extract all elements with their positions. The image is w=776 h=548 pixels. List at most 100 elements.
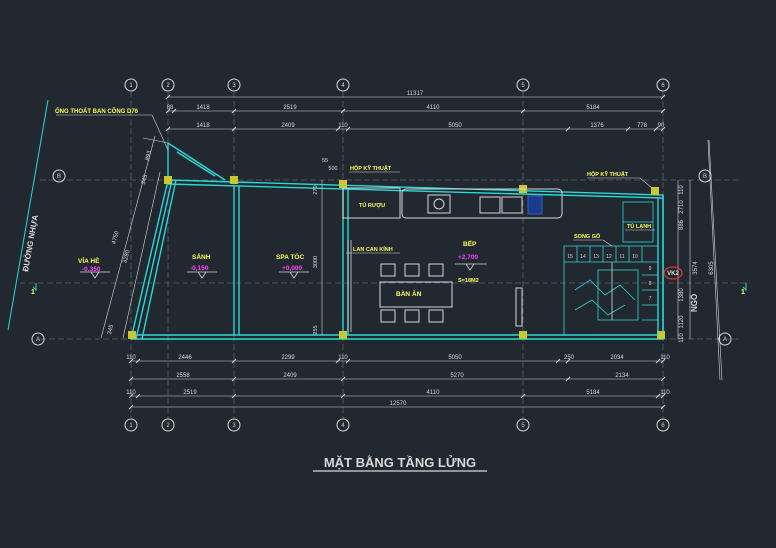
dim-bot-r1-7: 110: [660, 355, 670, 361]
dim-right-6: 1120: [679, 315, 685, 329]
level-spa: +0,000: [282, 265, 302, 272]
svg-text:14: 14: [580, 254, 586, 260]
bubble-right-a: A: [723, 337, 727, 343]
dim-inner-1: 500: [328, 166, 337, 172]
dim-bot-r3-0: 110: [126, 390, 136, 396]
dim-inner-4: 255: [313, 325, 319, 334]
label-song-go: SONG GỖ: [574, 233, 601, 240]
label-ban-an: BÀN ĂN: [396, 289, 422, 298]
dim-right-7: 110: [679, 333, 685, 343]
label-duong-nhua: ĐƯỜNG NHỰA: [21, 214, 40, 272]
bubble-top-2: 2: [166, 83, 170, 89]
dim-right-1: 2710: [679, 200, 685, 214]
dim-right-4: 6305: [709, 261, 715, 275]
dim-lines-right: [677, 139, 723, 381]
label-ong-thoat: ỐNG THOÁT BAN CÔNG D76: [55, 107, 139, 115]
svg-text:10: 10: [632, 254, 638, 260]
bubble-bottom-5: 5: [521, 423, 525, 429]
svg-text:8: 8: [649, 281, 652, 287]
svg-text:9: 9: [649, 266, 652, 272]
grid-bubbles-bottom: [124, 418, 670, 432]
bubble-bottom-1: 1: [129, 423, 133, 429]
level-bep: +2,700: [458, 254, 478, 261]
dim-lines-left: [100, 135, 169, 339]
dim-top-r3-6: 90: [658, 123, 665, 129]
glass-railing: [347, 240, 352, 332]
dim-left-0: 893: [145, 149, 154, 161]
section-marker-right: 1: [741, 289, 745, 296]
bubble-bottom-2: 2: [166, 423, 170, 429]
dim-bot-r1-6: 2034: [610, 355, 624, 361]
leader-lines: [56, 114, 655, 254]
dim-bot-r3-3: 5184: [586, 390, 600, 396]
dim-lines-bottom: [131, 360, 663, 408]
dim-bot-r1-2: 2299: [281, 355, 295, 361]
dim-top-r3-5: 778: [637, 123, 648, 129]
bubble-top-5: 5: [521, 83, 525, 89]
dim-right-2: 886: [679, 219, 685, 230]
dim-inner-2: 270: [313, 185, 319, 194]
section-marker-left: 1: [31, 289, 35, 296]
dim-top-total: 11317: [407, 91, 424, 97]
dim-inner-3: 3000: [313, 256, 319, 268]
label-sanh: SẢNH: [192, 252, 211, 261]
label-tu-ruou: TỦ RƯỢU: [359, 202, 385, 209]
dim-top-r2-3: 4110: [427, 105, 441, 111]
label-tu-lanh: TỦ LẠNH: [627, 223, 651, 230]
dim-right-0: 110: [679, 185, 685, 195]
level-via-he: -0,350: [82, 266, 101, 273]
label-hop-kt-1: HỘP KỸ THUẬT: [350, 164, 392, 172]
dim-right-3: 3574: [693, 261, 699, 275]
vk2-tag-icon: [663, 266, 683, 280]
label-via-he: VỈA HÈ: [78, 256, 100, 265]
staircase: [563, 201, 659, 336]
vk2-label: VK2: [667, 271, 679, 277]
dim-bot-r3-4: 110: [660, 390, 670, 396]
bubble-left-b: B: [57, 174, 61, 180]
svg-text:13: 13: [593, 254, 599, 260]
bubble-bottom-3: 3: [232, 423, 236, 429]
dim-bot-r1-3: 110: [338, 355, 348, 361]
label-bep: BẾP: [463, 238, 477, 248]
dim-top-r2-0: 88: [167, 105, 174, 111]
stair-numbers: 15 14 13 12 11 10 9 8 7: [567, 254, 651, 302]
dim-bot-r1-4: 5050: [448, 355, 462, 361]
dim-top-r3-3: 5050: [448, 123, 462, 129]
bubble-bottom-6: 6: [661, 423, 665, 429]
svg-text:11: 11: [619, 254, 624, 260]
dim-top-r3-1: 2409: [281, 123, 295, 129]
dim-bot-r3-2: 4110: [427, 390, 441, 396]
dim-bot-r1-5: 250: [564, 355, 575, 361]
label-ngo: NGÕ: [690, 294, 699, 312]
dim-bot-r2-2: 5270: [450, 373, 464, 379]
dim-top-r3-4: 1376: [590, 123, 604, 129]
dim-top-r3-2: 110: [338, 123, 348, 129]
dim-top-r3-0: 1418: [196, 123, 210, 129]
label-area: S=18M2: [458, 278, 479, 284]
dim-top-r2-2: 2519: [283, 105, 297, 111]
svg-text:15: 15: [567, 254, 573, 260]
dim-bot-r1-1: 2446: [178, 355, 192, 361]
street-edge: [7, 99, 721, 381]
dim-bot-r2-1: 2409: [283, 373, 297, 379]
dim-bot-r3-1: 2519: [183, 390, 197, 396]
svg-text:12: 12: [606, 254, 612, 260]
dim-left-2: 4750: [111, 230, 120, 245]
svg-text:7: 7: [649, 296, 652, 302]
dim-top-r2-1: 1418: [196, 105, 210, 111]
label-lan-can: LAN CAN KÍNH: [353, 245, 393, 253]
bubble-bottom-4: 4: [341, 423, 345, 429]
dim-top-r2-4: 5184: [586, 105, 600, 111]
dim-bot-r2-0: 2558: [176, 373, 190, 379]
level-markers: [80, 263, 487, 279]
bubble-top-3: 3: [232, 83, 236, 89]
grid-bubbles-top: [124, 78, 670, 92]
dim-right-5: 1380: [679, 288, 685, 302]
bubble-top-6: 6: [661, 83, 665, 89]
dim-bot-r1-0: 110: [126, 355, 136, 361]
dining-table: [379, 263, 523, 327]
bubble-top-4: 4: [341, 83, 345, 89]
label-spa: SPA TÓC: [276, 252, 304, 261]
